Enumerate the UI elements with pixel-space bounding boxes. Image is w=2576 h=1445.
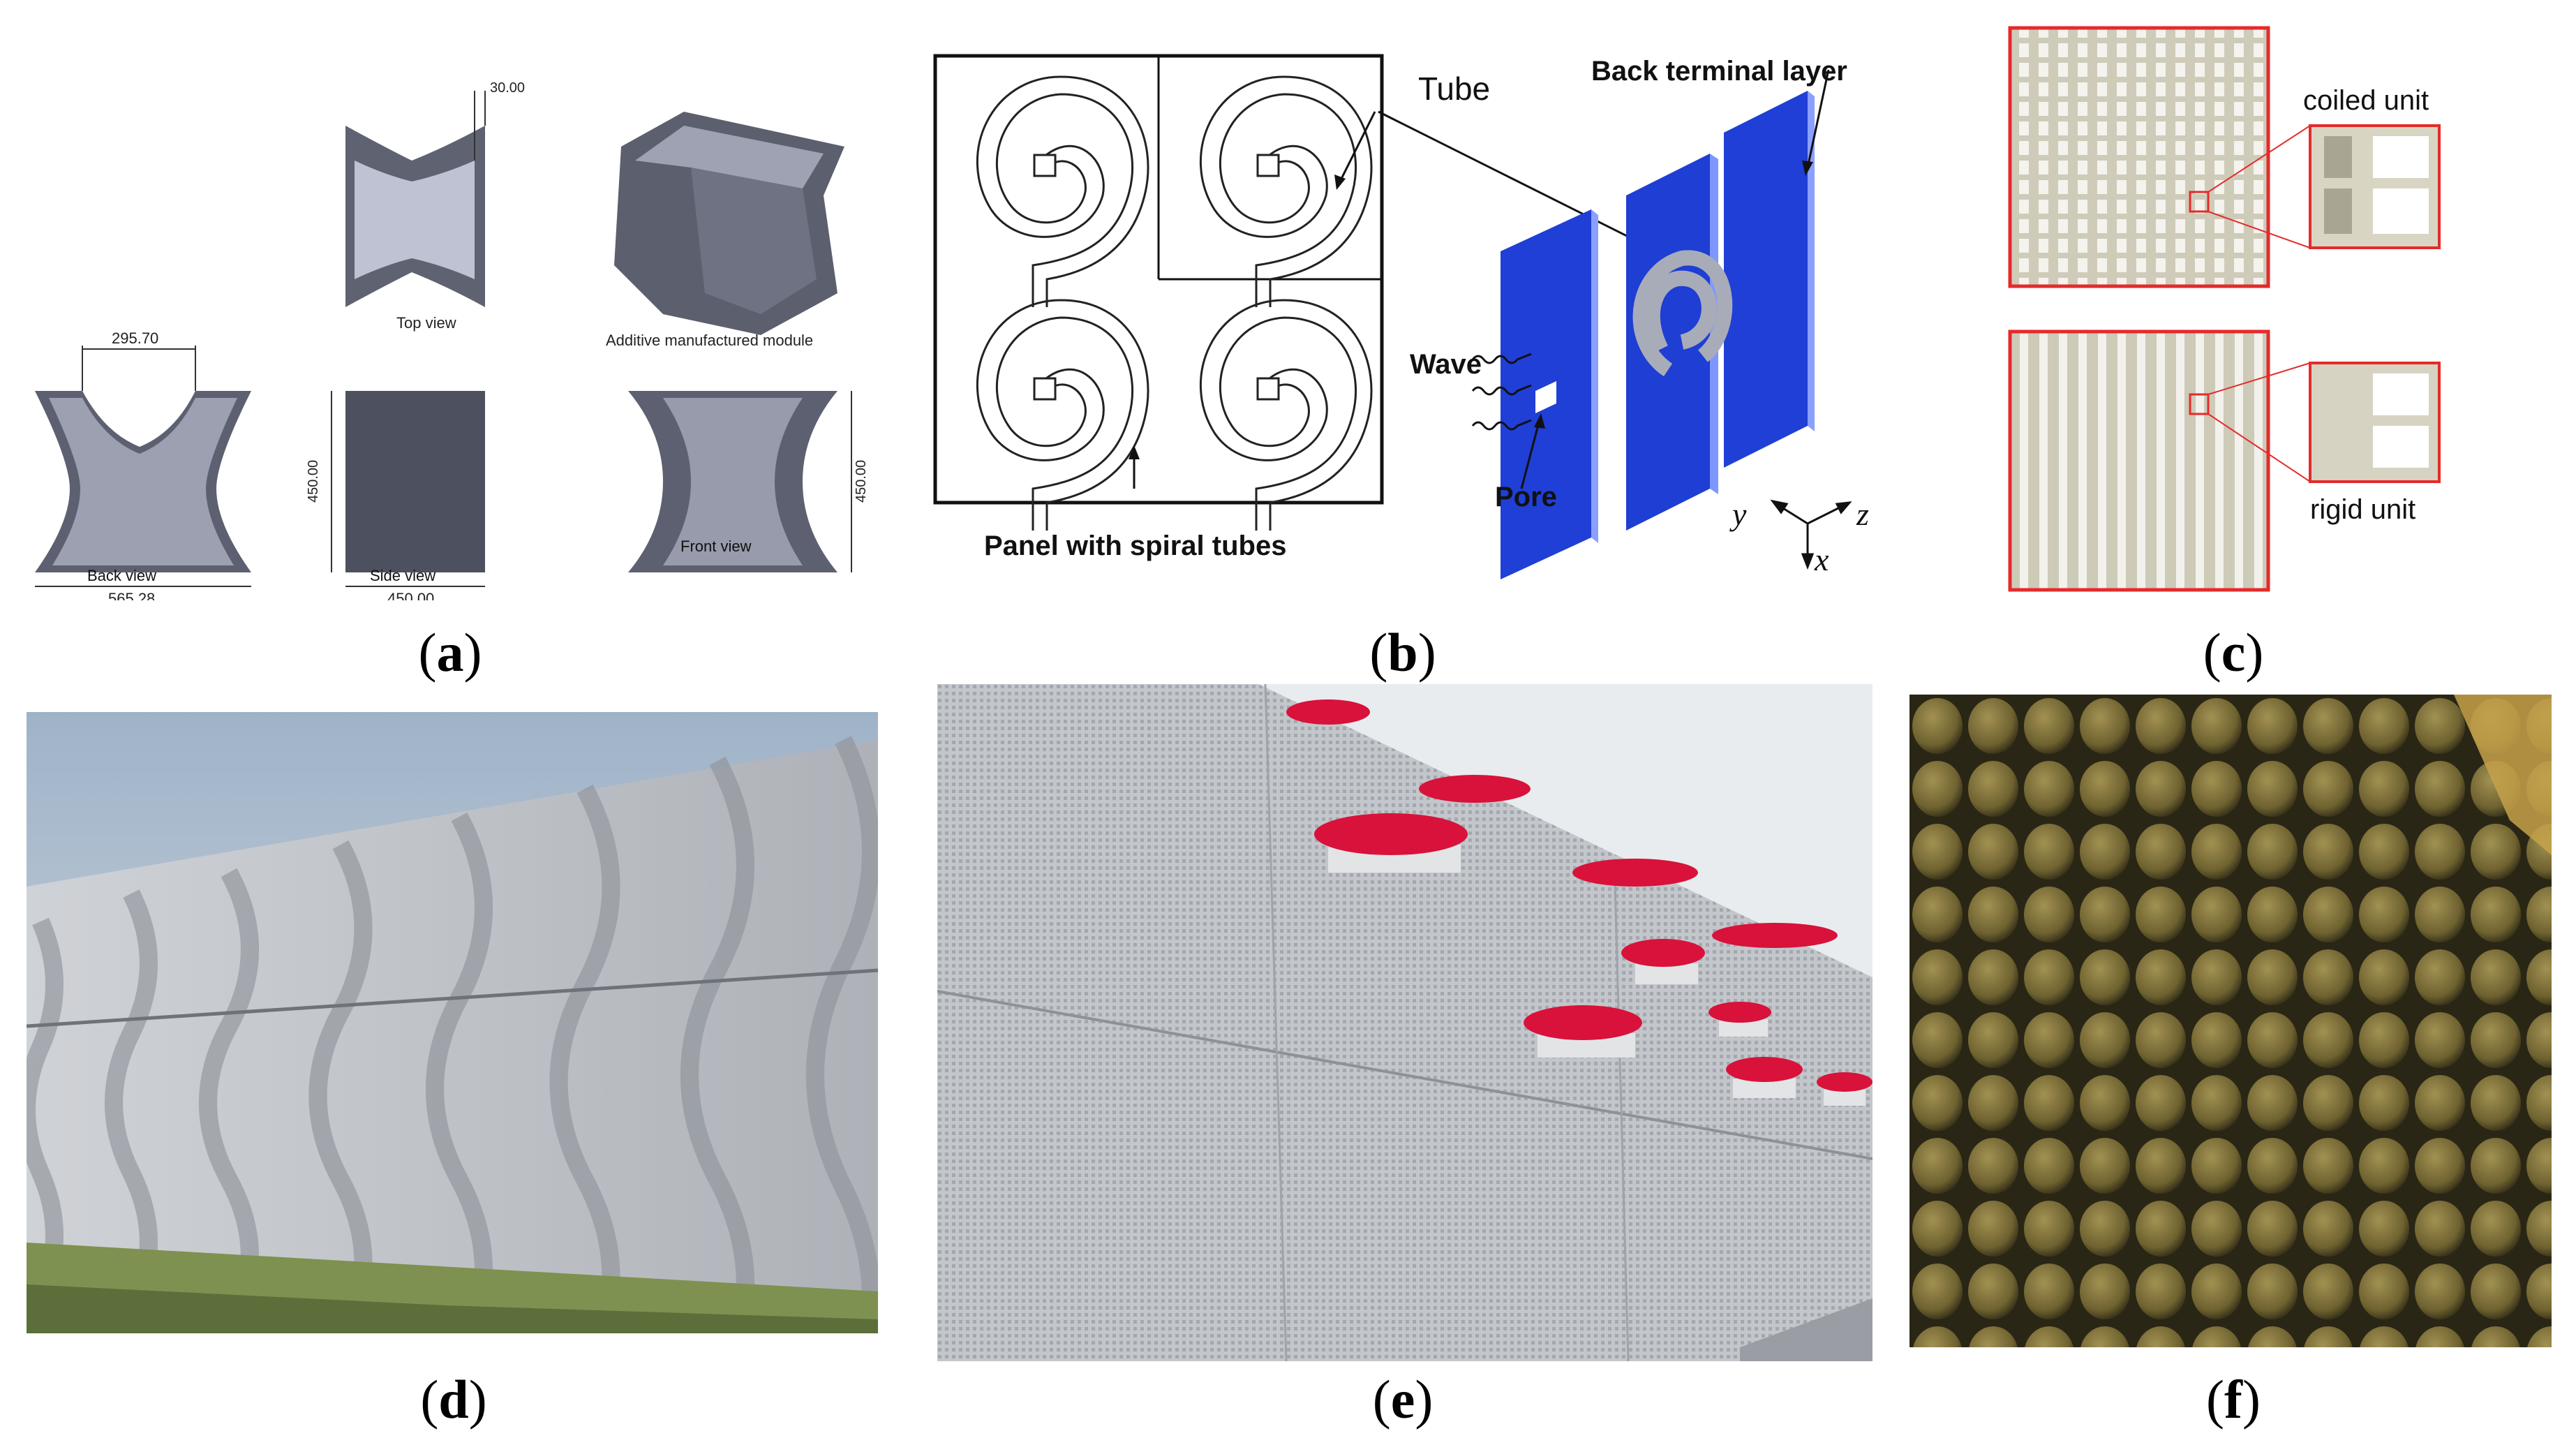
module-iso-drawing: Additive manufactured module — [606, 112, 844, 349]
flower-boxes — [1286, 699, 1873, 1106]
dim-top-text: 30.00 — [490, 80, 525, 96]
caption-c: (c) — [2203, 622, 2264, 683]
dim-back-top-text: 295.70 — [112, 329, 158, 347]
photo-flower-wall — [937, 684, 1873, 1361]
pore-arrow — [1520, 422, 1540, 489]
caption-d: (d) — [420, 1369, 487, 1430]
axes-glyph — [1770, 499, 1852, 570]
axis-x-label: x — [1815, 542, 1829, 577]
photo-wavy-wall — [27, 712, 878, 1333]
panel-c: coiled unit rigid unit — [1996, 21, 2554, 593]
photo-pebble-wall — [1909, 695, 2552, 1347]
wave-label: Wave — [1410, 349, 1482, 380]
caption-b: (b) — [1369, 622, 1436, 683]
tube-arrow-1 — [1339, 111, 1376, 182]
cad-drawing: 30.00 Top view Additive manufactured mod… — [35, 80, 869, 600]
axis-y-label: y — [1732, 496, 1747, 532]
caption-f: (f) — [2206, 1369, 2261, 1430]
pore-label: Pore — [1495, 482, 1557, 512]
back-layer-arrow — [1806, 69, 1830, 168]
panel-b: Tube Back terminal layer Wave Pore Panel… — [921, 42, 1898, 586]
rigid-sample — [2008, 329, 2270, 592]
side-view-drawing: 450.00 450.00 — [306, 391, 485, 600]
coiled-sample — [2008, 26, 2270, 288]
flower-wall-image — [937, 684, 1873, 1361]
pebble-wall-image — [1909, 695, 2552, 1347]
dim-side-height-text: 450.00 — [306, 460, 321, 503]
top-view-label: Top view — [396, 314, 456, 332]
dim-side-width-text: 450.00 — [387, 590, 434, 600]
dim-back-bottom-text: 565.28 — [108, 590, 155, 600]
front-view-label: Front view — [680, 538, 752, 555]
back-view-drawing: 295.70 565.28 — [35, 329, 251, 600]
module-label: Additive manufactured module — [606, 332, 813, 349]
top-view-drawing: 30.00 Top view — [345, 80, 525, 332]
caption-e: (e) — [1372, 1369, 1434, 1430]
unit-samples — [2008, 26, 2441, 592]
spiral-tubes — [976, 75, 1373, 531]
panel-a: 30.00 Top view Additive manufactured mod… — [21, 70, 879, 600]
back-view-label: Back view — [87, 567, 157, 584]
tube-label: Tube — [1418, 71, 1491, 107]
back-layer-label: Back terminal layer — [1591, 56, 1847, 87]
rigid-unit-label: rigid unit — [2310, 494, 2416, 525]
spiral-panel-diagram — [933, 54, 1852, 579]
front-view-drawing: 450.00 — [628, 391, 869, 572]
dim-front-height-text: 450.00 — [854, 460, 869, 503]
axis-z-label: z — [1856, 496, 1869, 532]
caption-a: (a) — [418, 622, 482, 683]
wavy-wall-image — [27, 712, 878, 1333]
side-view-label: Side view — [370, 567, 436, 584]
blue-layers — [1501, 91, 1815, 579]
wave-lines — [1471, 353, 1532, 431]
panel-label: Panel with spiral tubes — [984, 531, 1287, 561]
coiled-unit-label: coiled unit — [2303, 85, 2429, 116]
